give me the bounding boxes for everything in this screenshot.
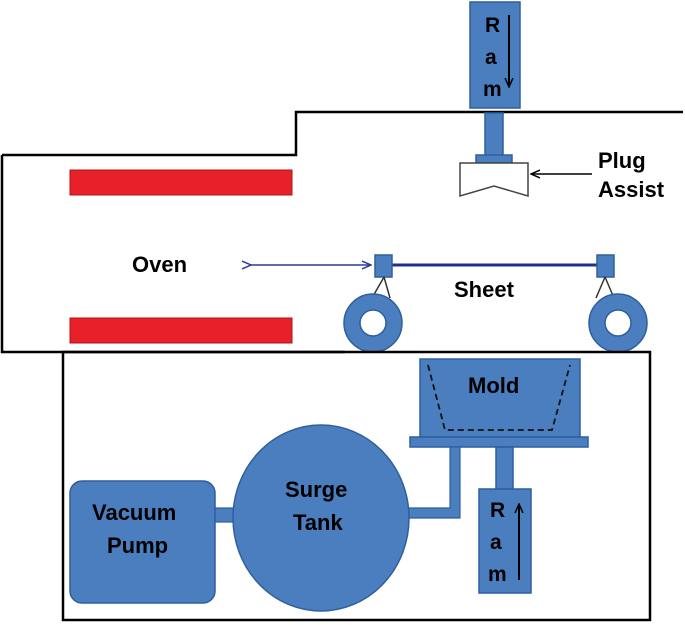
ram-bottom-shaft	[495, 446, 514, 490]
mold-cavity-outline	[427, 364, 571, 431]
sheet-clamp-left	[374, 254, 393, 278]
oven-label: Oven	[132, 252, 187, 277]
surge-label-line2: Tank	[293, 510, 343, 535]
plug-label-line1: Plug	[598, 148, 646, 173]
ram-top-letter-r: R	[485, 14, 500, 37]
pipe-tank-mold	[406, 446, 461, 519]
vacuum-label-line2: Pump	[107, 533, 168, 558]
heater-top	[69, 169, 293, 196]
wheel-left-hub	[359, 309, 387, 337]
ram-top-letter-a: a	[485, 46, 497, 69]
mold-platen	[409, 436, 589, 448]
ram-top	[469, 1, 521, 109]
ram-bottom-letter-r: R	[490, 499, 505, 522]
upper-housing-outline	[0, 110, 683, 354]
sheet-clamp-right	[596, 254, 615, 278]
wheel-strut-left-b	[383, 276, 391, 299]
surge-label-line1: Surge	[285, 477, 347, 502]
mold-label: Mold	[468, 373, 519, 398]
plug-label-line2: Assist	[598, 177, 665, 202]
wheel-right-hub	[604, 309, 632, 337]
plug-shaft	[484, 112, 504, 159]
lower-cabinet	[61, 350, 652, 622]
plug-cap	[475, 154, 513, 164]
heater-bottom	[69, 317, 293, 344]
wheel-strut-right-a	[595, 276, 606, 299]
surge-tank	[232, 424, 410, 612]
ram-bottom-letter-m: m	[488, 563, 507, 586]
sheet-label: Sheet	[454, 277, 515, 302]
plug-assist	[459, 162, 529, 198]
ram-bottom-letter-a: a	[490, 531, 502, 554]
vacuum-label-line1: Vacuum	[92, 500, 176, 525]
ram-top-letter-m: m	[483, 78, 502, 101]
vacuum-pump	[69, 480, 216, 604]
